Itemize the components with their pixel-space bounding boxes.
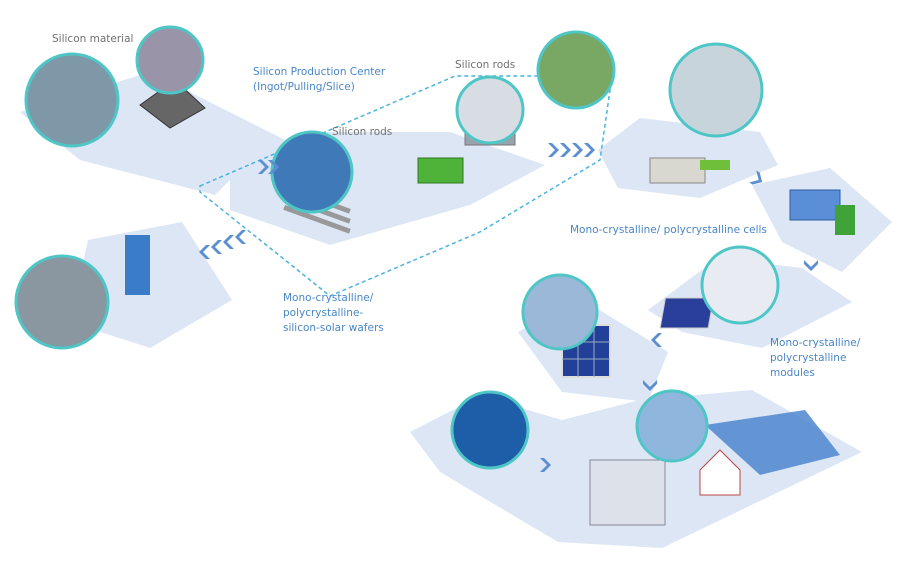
production-center-boundary [199,75,613,297]
label-silicon-rods-mid: Silicon rods [332,126,393,138]
label-wafers-2: polycrystalline- [283,307,364,319]
machine-icon [417,157,464,184]
photo-cells [700,245,780,325]
cell-machine-icon [649,157,706,184]
platform-microscope [70,222,232,348]
microscope-icon [125,235,150,295]
label-silicon-rods-top: Silicon rods [455,59,516,71]
label-silicon-material: Silicon material [52,33,134,45]
photo-silicon-material [135,25,205,95]
photo-installation [635,389,709,463]
solar-cell-icon [659,297,715,329]
label-production-center-sub: (Ingot/Pulling/Slice) [253,81,355,93]
label-modules-1: Mono-crystalline/ [770,337,861,349]
photo-silicon-block [455,75,525,145]
house-icon [699,449,741,496]
photo-stadium [14,254,110,350]
label-wafers-3: silicon-solar wafers [283,322,384,334]
label-cells: Mono-crystalline/ polycrystalline cells [570,224,767,236]
photo-module-factory [521,273,599,351]
label-wafers-1: Mono-crystalline/ [283,292,374,304]
photo-monitoring [450,390,530,470]
photo-silicon-rods [270,130,354,214]
photo-lab [668,42,764,138]
label-modules-2: polycrystalline [770,352,847,364]
solar-array-icon [705,410,840,475]
conveyor-icon [789,189,841,221]
photo-factory [536,30,616,110]
photo-silicon-plant [24,52,120,148]
label-modules-3: modules [770,367,815,379]
label-production-center: Silicon Production Center [253,66,386,78]
